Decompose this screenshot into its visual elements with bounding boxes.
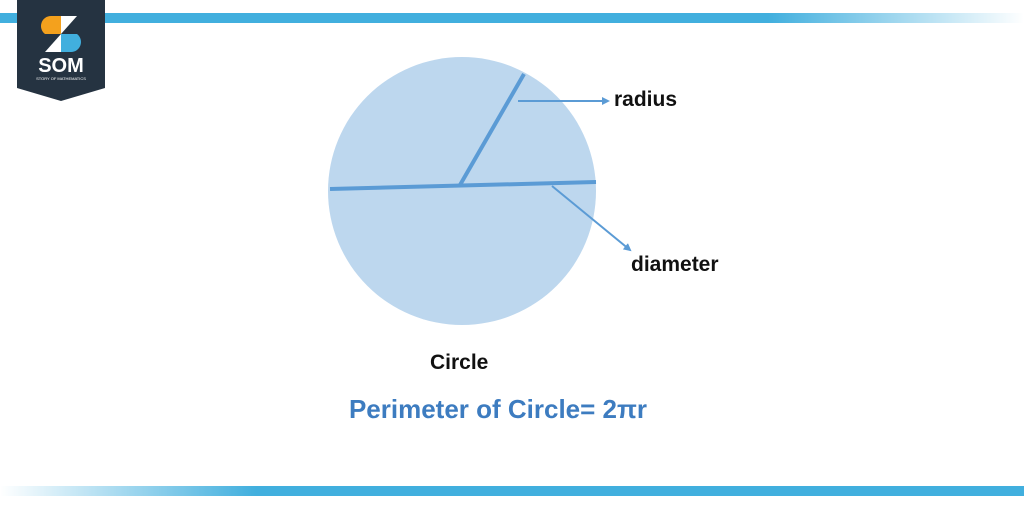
som-logo: SOM STORY OF MATHEMATICS (17, 0, 105, 101)
radius-line (458, 73, 526, 186)
diameter-line (329, 180, 597, 191)
logo-text: SOM (38, 55, 84, 77)
diameter-label: diameter (631, 253, 719, 276)
circle-shape (328, 57, 596, 325)
diameter-arrow (551, 185, 632, 252)
logo-subtitle: STORY OF MATHEMATICS (36, 76, 86, 81)
bottom-accent-bar (0, 486, 1024, 496)
circle-caption: Circle (430, 351, 489, 374)
radius-label: radius (614, 88, 678, 111)
perimeter-formula: Perimeter of Circle= 2πr (348, 394, 648, 424)
top-accent-bar (0, 13, 1024, 23)
